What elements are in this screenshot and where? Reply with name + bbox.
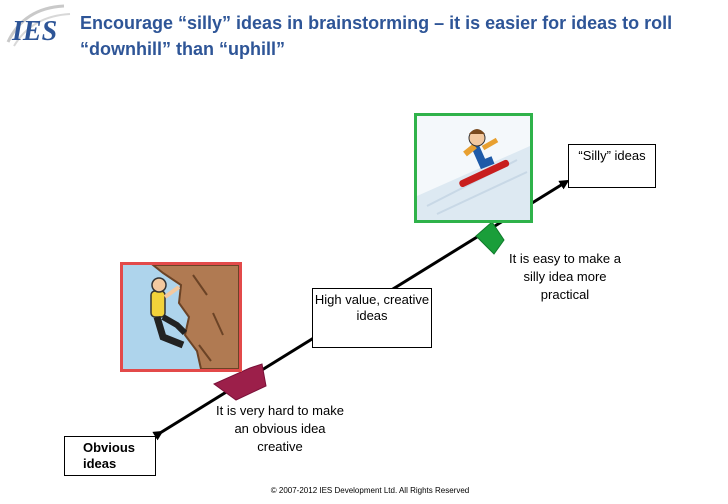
logo-text: IES: [11, 16, 57, 47]
downhill-block-arrow: [475, 221, 505, 255]
copyright-footer: © 2007-2012 IES Development Ltd. All Rig…: [270, 486, 470, 495]
uphill-note: It is very hard to make an obvious idea …: [216, 403, 344, 454]
page-title: Encourage “silly” ideas in brainstorming…: [80, 13, 673, 59]
snowboarder-picture: [414, 113, 533, 223]
silly-ideas-box: “Silly” ideas: [568, 144, 656, 188]
uphill-block-arrow: [213, 363, 267, 401]
ies-logo: IES: [4, 2, 74, 48]
downhill-note: It is easy to make a silly idea more pra…: [509, 251, 621, 302]
climber-picture: [120, 262, 242, 372]
obvious-ideas-box: Obvious ideas: [64, 436, 156, 476]
high-value-ideas-box: High value, creative ideas: [312, 288, 432, 348]
